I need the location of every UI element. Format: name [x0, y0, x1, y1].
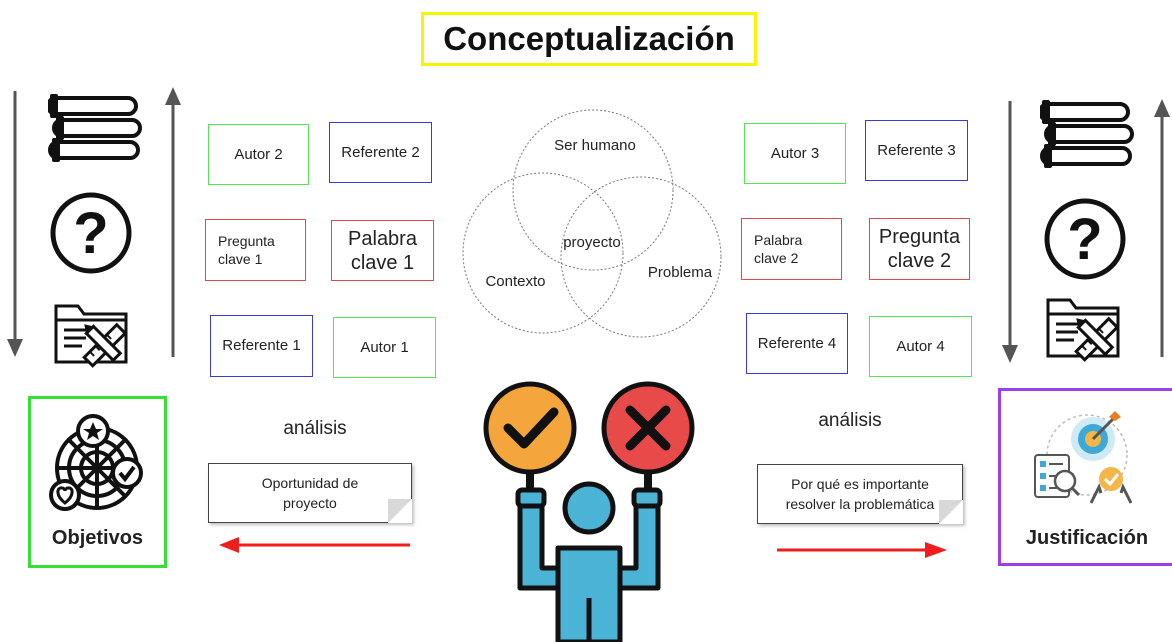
person-holding-signs-icon: [483, 381, 695, 642]
autor-4-box: Autor 4: [869, 316, 972, 377]
page-title: Conceptualización: [421, 12, 757, 66]
autor-3-box: Autor 3: [744, 123, 846, 184]
venn-label-problema: Problema: [647, 264, 713, 281]
objetivos-frame: Objetivos: [28, 396, 167, 568]
justificacion-frame: Justificación: [998, 388, 1172, 566]
referente-3-box: Referente 3: [865, 120, 968, 181]
red-arrow-right: [777, 542, 947, 558]
oportunidad-note-text: Oportunidad de proyecto: [261, 474, 359, 511]
cross-icon: [601, 381, 695, 475]
svg-text:?: ?: [1067, 207, 1102, 272]
note-fold: [388, 499, 412, 523]
referente-1-box: Referente 1: [210, 315, 313, 377]
pregunta-clave-2-box: Pregunta clave 2: [869, 218, 970, 280]
left-icon-column: [7, 87, 181, 357]
note-fold: [939, 500, 963, 524]
analisis-label-left: análisis: [283, 418, 347, 439]
venn-label-ser-humano: Ser humano: [554, 137, 636, 154]
books-icon: [48, 94, 142, 162]
justificacion-label: Justificación: [1025, 527, 1149, 549]
question-mark-icon-right: ?: [1044, 198, 1126, 280]
books-icon-right: [1040, 100, 1134, 168]
check-icon: [483, 381, 577, 475]
venn-label-proyecto: proyecto: [563, 234, 621, 251]
palabra-clave-1-box: Palabra clave 1: [331, 220, 434, 281]
right-icon-column: [1002, 99, 1170, 363]
venn-circle-contexto: [462, 172, 624, 334]
autor-2-box: Autor 2: [208, 124, 309, 185]
importancia-note-text: Por qué es importante resolver la proble…: [785, 475, 935, 512]
target-goal-icon: [1034, 411, 1133, 504]
svg-text:?: ?: [73, 201, 108, 266]
question-mark-icon: ?: [50, 192, 132, 274]
venn-label-contexto: Contexto: [485, 273, 546, 290]
venn-circle-problema: [560, 176, 722, 338]
referente-4-box: Referente 4: [746, 313, 848, 374]
target-icon: [49, 414, 143, 511]
pregunta-clave-1-box: Pregunta clave 1: [205, 219, 306, 281]
red-arrow-left: [219, 537, 410, 553]
autor-1-box: Autor 1: [333, 317, 436, 378]
referente-2-box: Referente 2: [329, 122, 432, 183]
venn-circle-ser-humano: [512, 109, 674, 271]
importancia-note: Por qué es importante resolver la proble…: [757, 464, 963, 524]
venn-diagram: [462, 109, 722, 338]
folder-ruler-pencil-icon: [54, 304, 128, 368]
folder-ruler-pencil-icon-right: [1046, 298, 1120, 362]
palabra-clave-2-box: Palabra clave 2: [741, 218, 842, 280]
oportunidad-note: Oportunidad de proyecto: [208, 463, 412, 523]
analisis-label-right: análisis: [818, 410, 882, 431]
objetivos-label: Objetivos: [51, 527, 144, 549]
